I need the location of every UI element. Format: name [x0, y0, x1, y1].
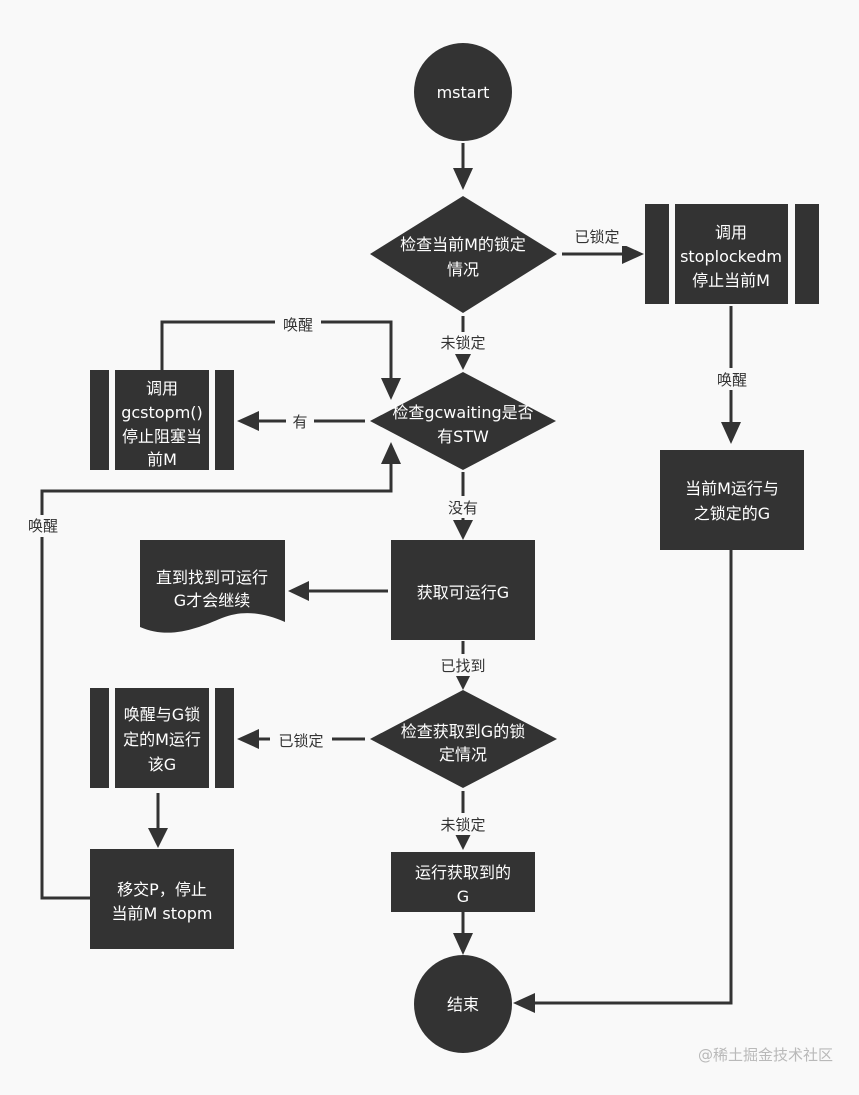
node-execute-g: 运行获取到的 G — [391, 852, 535, 912]
node-gcstopm-line-2: gcstopm() — [121, 403, 203, 422]
edge-wake-locked-m-to-handoff-p — [148, 793, 168, 848]
edge-label-wake-gcstopm: 唤醒 — [283, 316, 313, 334]
edge-label-has-stw: 有 — [292, 413, 307, 431]
node-get-runnable-g-label: 获取可运行G — [417, 583, 509, 602]
node-check-m-lock: 检查当前M的锁定 情况 — [370, 196, 557, 313]
watermark: @稀土掘金技术社区 — [697, 1046, 833, 1064]
node-run-locked-g-line-2: 之锁定的G — [694, 504, 770, 523]
node-gcstopm: 调用 gcstopm() 停止阻塞当 前M — [90, 370, 234, 470]
edge-check-m-lock-to-stoplockedm — [562, 244, 644, 264]
node-wake-locked-m-line-3: 该G — [148, 755, 176, 774]
edge-label-no-stw: 没有 — [448, 499, 478, 517]
node-run-locked-g-line-1: 当前M运行与 — [685, 479, 779, 498]
node-handoff-p: 移交P，停止 当前M stopm — [90, 849, 234, 949]
edge-label-m-unlocked: 未锁定 — [440, 334, 485, 352]
node-check-gcwaiting-line-2: 有STW — [437, 427, 489, 446]
node-stoplockedm-line-2: stoplockedm — [680, 247, 782, 266]
node-gcstopm-line-4: 前M — [147, 450, 177, 469]
node-get-runnable-g: 获取可运行G — [391, 540, 535, 640]
node-start-label: mstart — [437, 83, 490, 102]
node-wait-until-found-line-2: G才会继续 — [174, 591, 250, 610]
node-stoplockedm: 调用 stoplockedm 停止当前M — [645, 204, 819, 304]
edge-label-wake-handoff: 唤醒 — [28, 517, 58, 535]
node-wait-until-found: 直到找到可运行 G才会继续 — [140, 540, 285, 633]
node-check-g-lock: 检查获取到G的锁 定情况 — [370, 690, 557, 788]
edge-handoff-p-to-check-gcwaiting — [40, 442, 401, 900]
edge-label-m-locked: 已锁定 — [574, 228, 619, 246]
node-run-locked-g: 当前M运行与 之锁定的G — [660, 450, 804, 550]
node-wake-locked-m-line-2: 定的M运行 — [123, 730, 201, 749]
node-end: 结束 — [414, 955, 512, 1053]
node-wake-locked-m: 唤醒与G锁 定的M运行 该G — [90, 688, 234, 788]
node-check-m-lock-line-1: 检查当前M的锁定 — [400, 235, 526, 254]
node-gcstopm-line-3: 停止阻塞当 — [122, 427, 202, 446]
edge-label-g-unlocked: 未锁定 — [440, 816, 485, 834]
edge-label-g-locked: 已锁定 — [278, 732, 323, 750]
node-wake-locked-m-line-1: 唤醒与G锁 — [124, 705, 200, 724]
edge-label-wake-stoplockedm: 唤醒 — [717, 371, 747, 389]
node-check-g-lock-line-2: 定情况 — [439, 745, 487, 764]
node-execute-g-line-2: G — [457, 887, 469, 906]
edge-stoplockedm-to-run-locked-g — [721, 306, 741, 444]
node-check-g-lock-line-1: 检查获取到G的锁 — [401, 722, 525, 741]
edge-labels: 已锁定 唤醒 未锁定 有 唤醒 没有 已找到 已锁定 唤醒 未锁定 — [20, 226, 754, 835]
edge-start-to-check-m-lock — [453, 143, 473, 190]
node-execute-g-line-1: 运行获取到的 — [415, 863, 511, 882]
node-handoff-p-line-1: 移交P，停止 — [117, 880, 207, 899]
node-gcstopm-line-1: 调用 — [146, 379, 178, 398]
node-stoplockedm-line-1: 调用 — [715, 223, 747, 242]
edge-get-runnable-g-to-wait-until-found — [288, 581, 388, 601]
node-wait-until-found-line-1: 直到找到可运行 — [156, 568, 268, 587]
node-check-gcwaiting-line-1: 检查gcwaiting是否 — [392, 403, 533, 422]
node-handoff-p-line-2: 当前M stopm — [111, 904, 212, 923]
edge-label-found: 已找到 — [440, 657, 485, 675]
node-check-gcwaiting: 检查gcwaiting是否 有STW — [370, 372, 556, 470]
node-start: mstart — [414, 43, 512, 141]
node-stoplockedm-line-3: 停止当前M — [692, 271, 770, 290]
node-end-label: 结束 — [447, 995, 479, 1014]
node-check-m-lock-line-2: 情况 — [447, 260, 479, 279]
edge-execute-g-to-end — [453, 912, 473, 955]
edge-run-locked-g-to-end — [513, 550, 733, 1013]
